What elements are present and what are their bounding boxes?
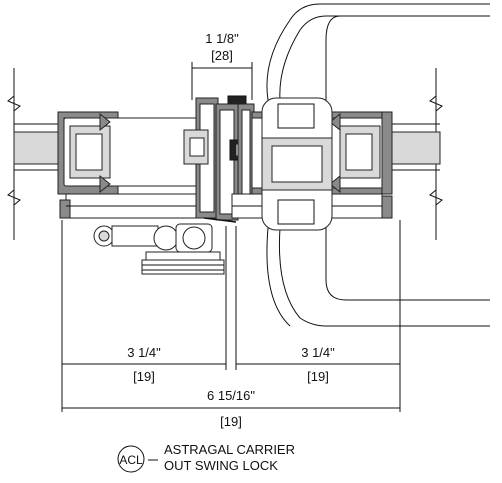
overall-dimension: 6 15/16" [19] xyxy=(62,388,400,429)
astragal-meeting-stiles xyxy=(183,95,261,223)
dimension-witness-lines xyxy=(61,220,401,412)
right-dimension-imperial: 3 1/4" xyxy=(301,345,335,360)
lock-cylinder xyxy=(93,223,225,275)
legend-line-1: ASTRAGAL CARRIER xyxy=(164,442,295,457)
overall-dimension-metric: [19] xyxy=(220,414,242,429)
left-door-stile xyxy=(57,111,217,219)
lever-handle xyxy=(261,3,490,327)
left-dimension-imperial: 3 1/4" xyxy=(127,345,161,360)
top-dimension-metric: [28] xyxy=(211,48,233,63)
legend-line-2: OUT SWING LOCK xyxy=(164,458,278,473)
left-dimension-metric: [19] xyxy=(133,369,155,384)
right-dimension-metric: [19] xyxy=(307,369,329,384)
top-dimension: 1 1/8" [28] xyxy=(191,31,253,100)
left-dimension: 3 1/4" [19] xyxy=(62,345,226,384)
top-dimension-imperial: 1 1/8" xyxy=(205,31,239,46)
legend-symbol: ACL xyxy=(119,453,143,467)
legend: ACL ASTRAGAL CARRIER OUT SWING LOCK xyxy=(117,442,295,473)
acl-symbol-circle xyxy=(117,445,145,473)
right-dimension: 3 1/4" [19] xyxy=(236,345,400,384)
overall-dimension-imperial: 6 15/16" xyxy=(207,388,255,403)
